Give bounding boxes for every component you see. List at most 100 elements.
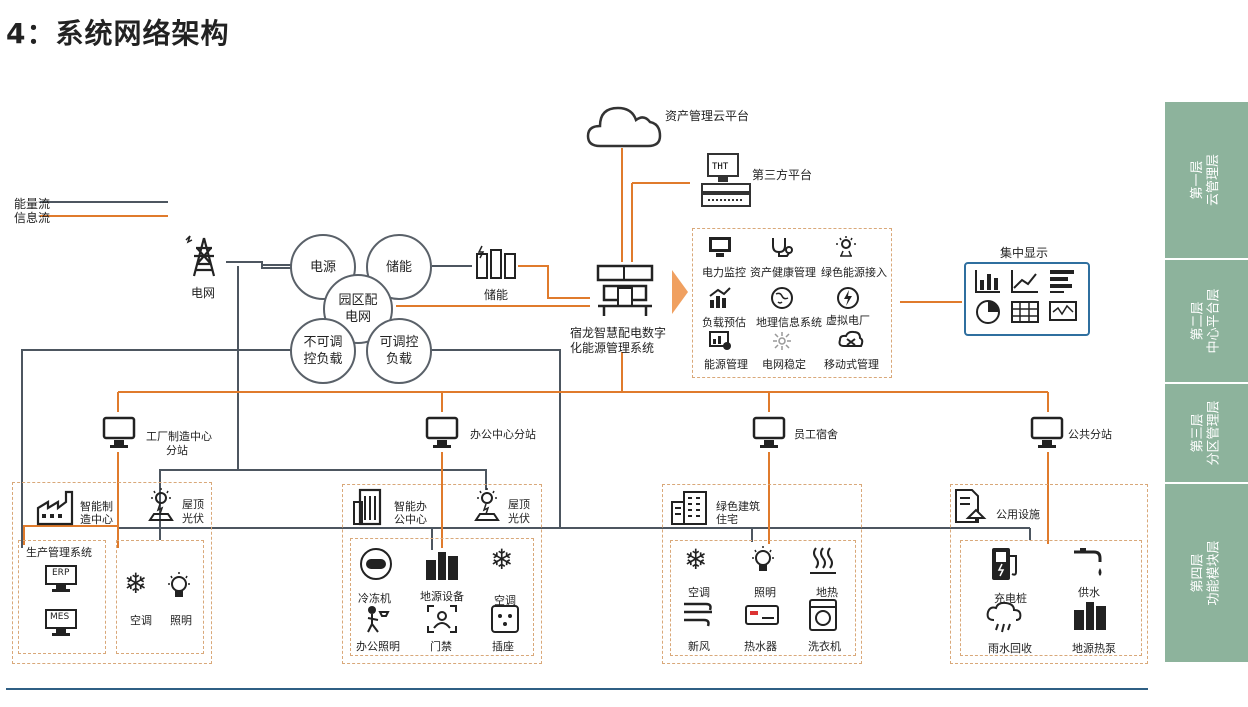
legend-energy-label: 能量流 — [14, 197, 51, 211]
dorm-device-label: 地热 — [816, 586, 838, 599]
office-devices-box — [350, 538, 534, 656]
public-substation-label: 公共分站 — [1068, 428, 1112, 441]
factory-substation-label-1: 工厂制造中心 — [146, 430, 212, 443]
display-panel — [964, 262, 1090, 336]
factory-devices-box — [116, 540, 204, 654]
dorm-zone — [662, 484, 862, 664]
water-supply-icon — [1074, 548, 1102, 576]
controllable-load-label: 可调控负载 — [379, 335, 419, 367]
snowflake-icon: ❄ — [490, 543, 514, 576]
dashboard-charts-icon — [975, 270, 1077, 324]
dorm-center-label-2: 住宅 — [716, 513, 738, 526]
mes-label: MES — [50, 612, 70, 622]
dorm-device-label: 洗衣机 — [808, 640, 841, 653]
charging-pile-icon — [992, 548, 1017, 580]
module-label: 资产健康管理 — [750, 266, 816, 279]
ground-source-equipment-icon — [426, 552, 458, 580]
washing-machine-icon — [809, 599, 837, 631]
green-building-icon — [671, 491, 707, 525]
noncontrollable-load-node: 不可调控负载 — [290, 318, 356, 384]
public-devices-box — [960, 540, 1142, 656]
public-zone — [950, 484, 1148, 664]
monitor-icon — [425, 416, 459, 448]
office-device-label: 地源设备 — [420, 590, 464, 603]
office-device-label: 办公照明 — [356, 640, 400, 653]
production-mgmt-label: 生产管理系统 — [26, 546, 92, 559]
energy-management-icon — [709, 331, 731, 350]
production-mgmt-box — [18, 540, 106, 654]
module-label: 虚拟电厂 — [826, 314, 870, 327]
factory-ac-label: 空调 — [130, 614, 152, 627]
public-device-label: 地源热泵 — [1072, 642, 1116, 655]
rooftop-solar-icon — [474, 488, 500, 521]
layer-2-panel: 第二层中心平台层 — [1165, 260, 1248, 382]
cloud-icon — [586, 106, 662, 148]
public-facility-icon — [955, 489, 987, 523]
storage-label: 储能 — [385, 259, 412, 275]
platform-modules-box — [692, 228, 892, 378]
third-party-label: 第三方平台 — [752, 168, 813, 182]
park-grid-label: 园区配电网 — [338, 293, 378, 325]
office-center-label-2: 公中心 — [394, 513, 427, 526]
monitor-icon — [102, 416, 136, 448]
grid-stability-icon — [773, 332, 791, 350]
office-device-label: 冷冻机 — [358, 592, 391, 605]
load-forecast-icon — [709, 287, 731, 308]
storage-battery-label: 储能 — [484, 288, 509, 302]
layer-4-subtitle: 功能模块层 — [1206, 540, 1222, 606]
display-label: 集中显示 — [1000, 246, 1049, 260]
office-substation-label: 办公中心分站 — [470, 428, 536, 441]
grid-label: 电网 — [191, 286, 216, 300]
mes-monitor-icon — [45, 609, 77, 636]
solar-access-icon — [836, 236, 856, 257]
access-control-icon — [427, 605, 457, 633]
module-label: 地理信息系统 — [756, 316, 822, 329]
public-center-label: 公用设施 — [996, 508, 1040, 521]
rainwater-recycle-icon — [986, 602, 1022, 633]
ground-source-heat-pump-icon — [1074, 602, 1106, 630]
dorm-center-label-1: 绿色建筑 — [716, 500, 760, 513]
socket-icon — [491, 605, 519, 633]
dorm-substation-label: 员工宿舍 — [794, 428, 838, 441]
stethoscope-icon — [772, 238, 793, 257]
layer-1-panel: 第一层云管理层 — [1165, 102, 1248, 258]
factory-pv-label-2: 光伏 — [182, 512, 204, 525]
power-monitor-icon — [709, 237, 731, 257]
water-heater-icon — [745, 605, 779, 625]
module-label: 负载预估 — [702, 316, 746, 329]
chiller-icon — [360, 548, 392, 580]
noncontrollable-load-label: 不可调控负载 — [303, 335, 343, 367]
fresh-air-icon — [684, 602, 712, 627]
page-title: 4：系统网络架构 — [6, 17, 230, 50]
layer-1-subtitle: 云管理层 — [1206, 153, 1222, 207]
factory-zone — [12, 482, 212, 664]
public-device-label: 供水 — [1078, 586, 1100, 599]
floor-heating-icon — [810, 547, 836, 574]
core-system-label-2: 化能源管理系统 — [570, 341, 655, 355]
factory-substation-label-2: 分站 — [166, 444, 188, 457]
erp-label: ERP — [52, 568, 70, 578]
factory-pv-label-1: 屋顶 — [182, 498, 204, 511]
computer-terminal-icon: THT — [701, 153, 751, 207]
public-device-label: 雨水回收 — [988, 642, 1032, 655]
svg-text:THT: THT — [712, 162, 729, 172]
power-tower-icon — [185, 235, 216, 277]
office-pv-label-1: 屋顶 — [508, 498, 530, 511]
dorm-devices-box — [670, 540, 856, 656]
dorm-device-label: 空调 — [688, 586, 710, 599]
bottom-rule — [6, 688, 1148, 690]
layer-4-title: 第四层 — [1190, 553, 1206, 593]
layer-2-title: 第二层 — [1190, 301, 1206, 341]
dorm-device-label: 新风 — [688, 640, 710, 653]
snowflake-icon: ❄ — [124, 567, 148, 600]
office-zone — [342, 484, 542, 664]
module-label: 移动式管理 — [824, 358, 879, 371]
server-system-icon — [596, 264, 654, 316]
office-device-label: 空调 — [494, 594, 516, 607]
office-device-label: 门禁 — [430, 640, 452, 653]
power-source-label: 电源 — [309, 259, 336, 275]
factory-icon — [36, 490, 74, 526]
controllable-load-node: 可调控负载 — [366, 318, 432, 384]
cloud-label: 资产管理云平台 — [665, 109, 750, 123]
